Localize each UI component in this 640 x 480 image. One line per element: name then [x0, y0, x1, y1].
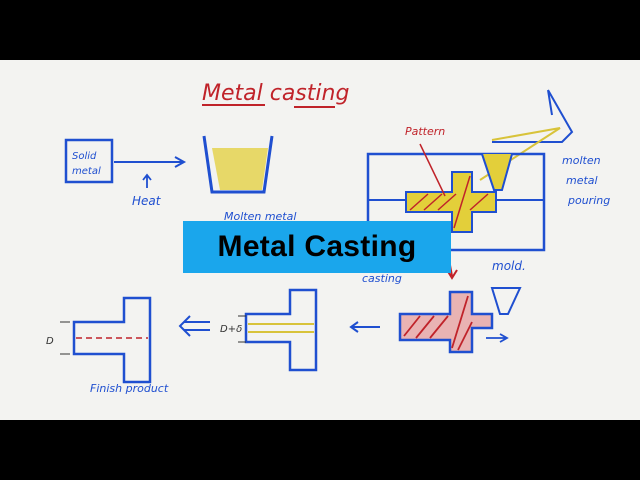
mold-outline	[366, 152, 546, 252]
heat-label: Heat	[132, 194, 162, 208]
mold-cavity	[405, 171, 497, 233]
pattern-label: Pattern	[405, 125, 445, 138]
solid-metal-box	[64, 138, 114, 184]
cutoff-arrow	[486, 333, 509, 343]
molten-metal-label: Molten metal	[224, 210, 296, 223]
solid-metal-label-2: metal	[72, 166, 101, 177]
dim-d-plus-label: D+δ	[220, 324, 242, 335]
dim-ticks-left	[60, 321, 70, 355]
heat-arrow	[114, 156, 187, 168]
title-underline	[202, 104, 335, 108]
heat-up-arrow	[142, 173, 152, 188]
machined-part-bore	[248, 323, 314, 333]
solid-metal-label-1: Solid	[72, 151, 97, 162]
gate-riser	[490, 287, 522, 315]
sprue	[481, 153, 513, 191]
casting-label: casting	[362, 272, 402, 285]
pouring-label-1: molten	[562, 154, 601, 167]
title-banner: Metal Casting	[183, 221, 451, 273]
finished-product	[72, 296, 152, 384]
arrow-to-machined	[349, 321, 380, 333]
ladle	[492, 89, 574, 143]
machined-part	[244, 288, 318, 372]
crucible-fill	[212, 148, 268, 190]
rough-casting	[398, 290, 494, 354]
pouring-label-2: metal	[566, 174, 598, 187]
pattern-hatch	[409, 175, 489, 229]
mold-label: mold.	[492, 259, 526, 273]
board-title: Metal casting	[202, 81, 349, 106]
crucible	[202, 135, 274, 194]
pouring-label-3: pouring	[567, 194, 610, 207]
dim-d-label: D	[46, 336, 54, 347]
dim-ticks-right	[238, 315, 246, 343]
rough-casting-hatch	[403, 295, 473, 351]
arrow-to-finished	[178, 315, 210, 337]
pattern-pointer	[419, 143, 446, 197]
finish-product-label: Finish product	[90, 382, 169, 395]
whiteboard: Metal casting Solid metal Heat Molten me…	[0, 60, 640, 420]
casting-diagram: Metal casting Solid metal Heat Molten me…	[46, 81, 610, 395]
